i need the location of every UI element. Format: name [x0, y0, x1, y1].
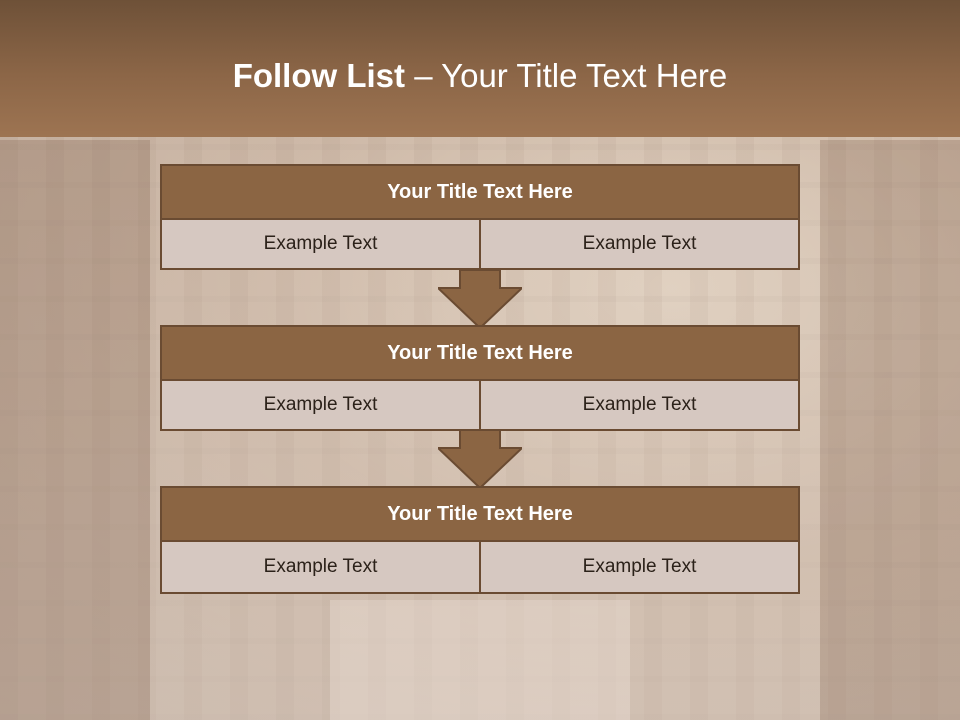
- block-title: Your Title Text Here: [160, 325, 800, 381]
- list-block-1: Your Title Text Here Example Text Exampl…: [160, 164, 800, 270]
- title-bold-part: Follow List: [232, 57, 415, 94]
- background-street: [330, 600, 630, 720]
- background-building-right: [820, 140, 960, 720]
- block-row: Example Text Example Text: [160, 220, 800, 270]
- block-cell-right: Example Text: [481, 381, 800, 431]
- block-cell-left: Example Text: [160, 220, 481, 270]
- background-building-left: [0, 140, 150, 720]
- block-cell-left: Example Text: [160, 542, 481, 594]
- down-arrow-icon: [438, 270, 522, 330]
- list-block-3: Your Title Text Here Example Text Exampl…: [160, 486, 800, 594]
- title-bar: Follow List – Your Title Text Here: [0, 0, 960, 137]
- down-arrow-icon: [438, 430, 522, 490]
- block-title: Your Title Text Here: [160, 486, 800, 542]
- block-cell-left: Example Text: [160, 381, 481, 431]
- block-row: Example Text Example Text: [160, 381, 800, 431]
- list-block-2: Your Title Text Here Example Text Exampl…: [160, 325, 800, 431]
- block-cell-right: Example Text: [481, 542, 800, 594]
- page-title: Follow List – Your Title Text Here: [0, 56, 960, 96]
- block-row: Example Text Example Text: [160, 542, 800, 594]
- title-rest-part: – Your Title Text Here: [414, 57, 728, 94]
- block-cell-right: Example Text: [481, 220, 800, 270]
- block-title: Your Title Text Here: [160, 164, 800, 220]
